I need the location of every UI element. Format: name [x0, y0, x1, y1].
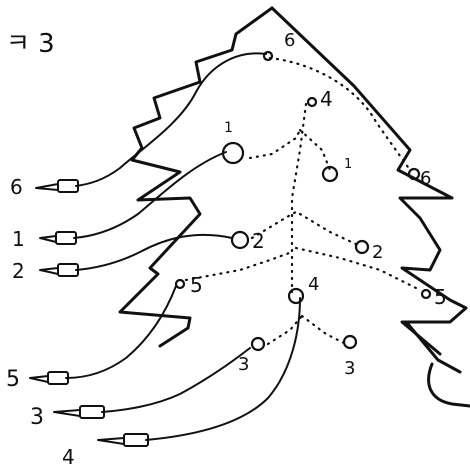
tree-outline	[118, 6, 470, 408]
plug-3	[53, 405, 105, 419]
node-4-mid	[287, 287, 305, 305]
node-5-left	[174, 278, 186, 290]
node-label-6-top: 6	[284, 30, 295, 51]
node-label-2-left: 2	[252, 229, 265, 253]
node-1-left	[221, 141, 245, 165]
node-6-top	[262, 50, 274, 62]
node-labels: 6 4 1 1 6 2 2 5 4 5 3 3	[190, 30, 447, 379]
plug-label-6: 6	[10, 175, 23, 199]
node-label-6-right: 6	[420, 168, 431, 189]
plug-wires	[65, 52, 301, 441]
node-label-4-mid: 4	[308, 274, 319, 295]
node-label-5-right: 5	[434, 285, 447, 309]
plug-4	[97, 433, 149, 447]
node-3-left	[250, 336, 266, 352]
dotted-connections	[184, 56, 422, 346]
plug-6	[35, 179, 79, 193]
node-6-right	[407, 167, 421, 181]
node-1-right	[321, 165, 339, 183]
node-label-1-left: 1	[224, 120, 233, 136]
node-2-right	[354, 239, 370, 255]
node-label-5-left: 5	[190, 273, 203, 297]
plug-2	[39, 263, 79, 277]
plug-label-4: 4	[62, 445, 75, 469]
tree-nodes	[174, 50, 432, 352]
node-3-right	[342, 334, 358, 350]
node-2-left	[230, 230, 250, 250]
plug-1	[39, 231, 77, 245]
plug-labels: 6 1 2 5 3 4	[6, 175, 75, 469]
node-label-3-right: 3	[344, 358, 355, 379]
plug-5	[29, 371, 69, 385]
node-label-4-top: 4	[320, 87, 333, 111]
plug-connectors	[29, 179, 149, 447]
plug-label-2: 2	[12, 259, 25, 283]
plug-label-5: 5	[6, 367, 20, 392]
plug-label-1: 1	[12, 227, 25, 251]
node-label-3-left: 3	[238, 354, 249, 375]
node-label-1-right: 1	[344, 157, 352, 172]
node-4-top	[306, 96, 318, 108]
diagram-title: ㅋ 3	[6, 29, 55, 59]
node-5-right	[420, 288, 432, 300]
plug-label-3: 3	[30, 405, 44, 430]
node-label-2-right: 2	[372, 242, 383, 263]
